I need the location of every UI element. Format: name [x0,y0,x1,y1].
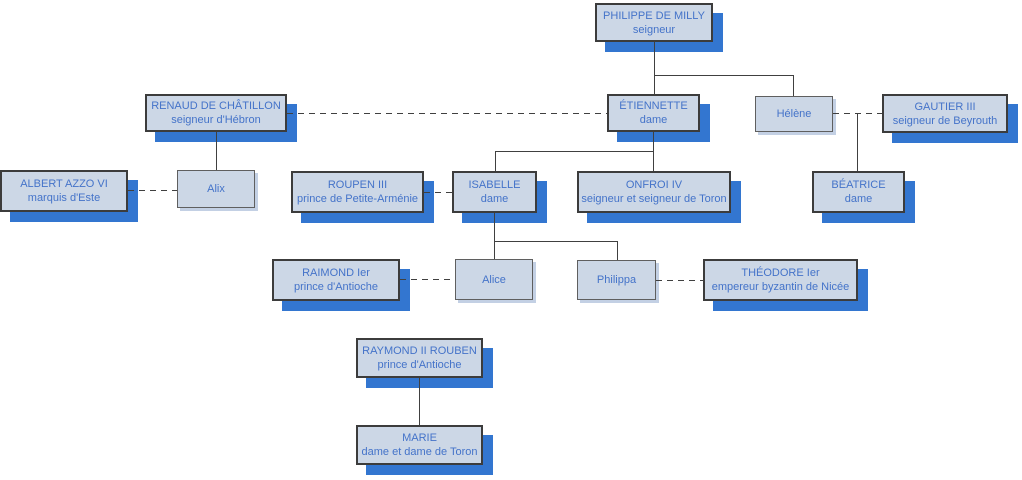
node-subtitle: prince de Petite-Arménie [296,193,419,205]
node-subtitle: dame [480,193,509,205]
connector-etiennette-to-onfroi [653,132,654,171]
connector-etiennette-children-horizontal [495,151,653,152]
connector-philippe-to-etiennette [654,42,655,94]
connector-helene-gautier-to-beatrice [857,114,858,171]
connector-isabelle-to-philippa [617,241,618,260]
node-roupen-iii[interactable]: ROUPEN III prince de Petite-Arménie [291,171,424,213]
node-subtitle: dame [844,193,873,205]
node-title: BÉATRICE [831,179,886,191]
node-title: Hélène [776,108,812,120]
node-subtitle: prince d'Antioche [293,281,379,293]
node-alix[interactable]: Alix [177,170,255,208]
node-raymond-ii-rouben[interactable]: RAYMOND II ROUBEN prince d'Antioche [356,338,483,378]
node-theodore-ier[interactable]: THÉODORE Ier empereur byzantin de Nicée [703,259,858,301]
node-title: ALBERT AZZO VI [20,178,108,190]
node-subtitle: dame et dame de Toron [361,446,478,458]
node-subtitle: prince d'Antioche [377,359,462,371]
connector-philippe-children-horizontal [654,75,794,76]
node-title: RENAUD DE CHÂTILLON [151,100,281,112]
connector-isabelle-to-alice [494,213,495,259]
node-marie[interactable]: MARIE dame et dame de Toron [356,425,483,465]
node-subtitle: seigneur d'Hébron [171,114,261,126]
node-title: RAYMOND II ROUBEN [362,345,477,357]
node-subtitle: seigneur et seigneur de Toron [581,193,727,205]
connector-raymond2-to-marie [419,378,420,425]
node-title: GAUTIER III [914,100,976,113]
connector-isabelle-children-horizontal [494,241,617,242]
node-title: PHILIPPE DE MILLY [603,9,705,22]
node-title: THÉODORE Ier [741,267,820,279]
node-philippe-de-milly[interactable]: PHILIPPE DE MILLY seigneur [595,3,713,42]
node-subtitle: marquis d'Este [27,192,101,204]
node-subtitle: empereur byzantin de Nicée [711,281,850,293]
node-title: Alix [207,183,225,195]
node-subtitle: seigneur de Beyrouth [892,114,998,127]
node-subtitle: dame [639,114,668,126]
marriage-philippa-theodore [656,280,703,281]
node-title: ÉTIENNETTE [619,100,688,112]
node-alice[interactable]: Alice [455,259,533,300]
connector-etiennette-to-isabelle [495,151,496,171]
node-raimond-ier[interactable]: RAIMOND Ier prince d'Antioche [272,259,400,301]
node-title: ROUPEN III [327,179,388,191]
marriage-helene-gautier [833,113,882,114]
node-helene[interactable]: Hélène [755,96,833,132]
connector-renaud-to-alix [216,132,217,170]
marriage-raimond-alice [400,279,455,280]
node-subtitle: seigneur [632,23,676,36]
node-title: ONFROI IV [625,179,683,191]
connector-philippe-to-helene [793,75,794,96]
node-gautier-iii[interactable]: GAUTIER III seigneur de Beyrouth [882,94,1008,133]
node-isabelle[interactable]: ISABELLE dame [452,171,537,213]
node-beatrice[interactable]: BÉATRICE dame [812,171,905,213]
node-title: RAIMOND Ier [302,267,370,279]
node-title: MARIE [402,432,437,444]
node-albert-azzo-vi[interactable]: ALBERT AZZO VI marquis d'Este [0,170,128,212]
node-title: ISABELLE [468,179,521,191]
marriage-albert-alix [128,190,177,191]
node-philippa[interactable]: Philippa [577,260,656,300]
marriage-renaud-etiennette [287,113,607,114]
node-title: Philippa [596,274,637,286]
marriage-roupen-isabelle [424,192,452,193]
node-renaud-de-chatillon[interactable]: RENAUD DE CHÂTILLON seigneur d'Hébron [145,94,287,132]
node-title: Alice [482,273,506,286]
node-onfroi-iv[interactable]: ONFROI IV seigneur et seigneur de Toron [577,171,731,213]
node-etiennette[interactable]: ÉTIENNETTE dame [607,94,700,132]
